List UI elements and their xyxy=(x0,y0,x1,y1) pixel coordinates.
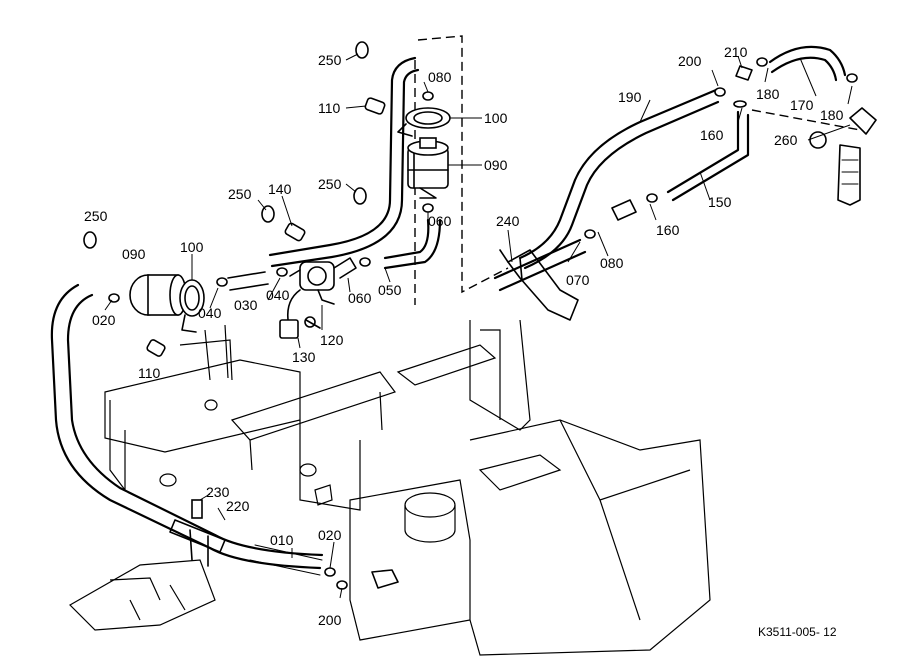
fuel-filter-090-lower xyxy=(129,274,187,316)
callout-160-b: 160 xyxy=(700,127,724,143)
callout-200-a: 200 xyxy=(678,53,702,69)
callout-210: 210 xyxy=(724,44,748,60)
fuel-filter-090-upper xyxy=(407,137,449,199)
callout-060-a: 060 xyxy=(428,213,452,229)
callout-020-b: 020 xyxy=(318,527,342,543)
callout-090-b: 090 xyxy=(122,246,146,262)
fuel-line-010-return xyxy=(50,283,324,576)
bolt-110-lower xyxy=(146,339,166,357)
callout-070: 070 xyxy=(566,272,590,288)
callout-040-a: 040 xyxy=(198,305,222,321)
fuel-line-050 xyxy=(383,218,442,270)
callout-260: 260 xyxy=(774,132,798,148)
fuel-pump-120 xyxy=(289,257,357,305)
callout-130: 130 xyxy=(292,349,316,365)
filter-bracket-100-lower xyxy=(179,279,205,333)
fuel-line-250-upper xyxy=(268,56,420,268)
pump-connector-130 xyxy=(279,289,321,339)
callout-090-a: 090 xyxy=(484,157,508,173)
callout-110-b: 110 xyxy=(138,365,161,381)
callout-220: 220 xyxy=(226,498,250,514)
callout-080-b: 080 xyxy=(600,255,624,271)
callout-020-a: 020 xyxy=(92,312,116,328)
callout-030: 030 xyxy=(234,297,258,313)
callout-100-b: 100 xyxy=(180,239,204,255)
callout-230: 230 xyxy=(206,484,230,500)
callout-060-b: 060 xyxy=(348,290,372,306)
leader-lines xyxy=(104,53,853,599)
bolt-140 xyxy=(284,222,306,242)
fuel-line-150 xyxy=(666,110,750,202)
callout-180-a: 180 xyxy=(756,86,780,102)
reference-dashed-lines xyxy=(414,35,861,305)
callout-250-a: 250 xyxy=(318,52,342,68)
callout-200-b: 200 xyxy=(318,612,342,628)
fuel-line-170 xyxy=(768,45,847,82)
callout-150: 150 xyxy=(708,194,732,210)
bolt-230 xyxy=(191,499,203,519)
drawing-code: K3511-005- 12 xyxy=(758,625,837,639)
bracket-240 xyxy=(499,249,579,321)
callout-010: 010 xyxy=(270,532,294,548)
callout-080-a: 080 xyxy=(428,69,452,85)
filter-bracket-100-upper xyxy=(397,107,451,137)
hose-clamps xyxy=(83,41,858,590)
callout-180-b: 180 xyxy=(820,107,844,123)
return-fitting-220 xyxy=(169,519,226,567)
callout-160-a: 160 xyxy=(656,222,680,238)
callout-250-b: 250 xyxy=(318,176,342,192)
injector-area-260 xyxy=(809,107,877,206)
callout-120: 120 xyxy=(320,332,344,348)
callout-240: 240 xyxy=(496,213,520,229)
callout-040-b: 040 xyxy=(266,287,290,303)
callout-100-a: 100 xyxy=(484,110,508,126)
callout-140: 140 xyxy=(268,181,292,197)
callout-050: 050 xyxy=(378,282,402,298)
callout-110-a: 110 xyxy=(318,100,341,116)
callout-labels: 250 080 110 100 090 250 060 140 250 250 … xyxy=(84,44,844,639)
callout-170: 170 xyxy=(790,97,814,113)
fuel-line-030 xyxy=(227,271,269,291)
bolt-110-upper xyxy=(364,97,386,115)
callout-250-d: 250 xyxy=(84,208,108,224)
callout-250-c: 250 xyxy=(228,186,252,202)
callout-190: 190 xyxy=(618,89,642,105)
engine-frame-outline xyxy=(69,319,711,656)
